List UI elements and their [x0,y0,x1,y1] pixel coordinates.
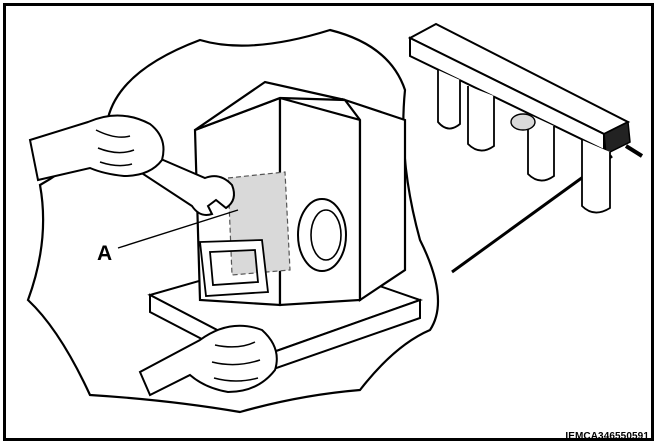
rail-leg-1 [438,70,460,129]
figure-id: IEMCA346550591 [565,431,649,442]
rail-leg-4 [582,140,610,213]
rail-leg-2 [468,86,494,151]
side-port-inner [311,210,341,260]
rail-injector-cup [511,114,535,130]
callout-label-a: A [97,243,112,264]
